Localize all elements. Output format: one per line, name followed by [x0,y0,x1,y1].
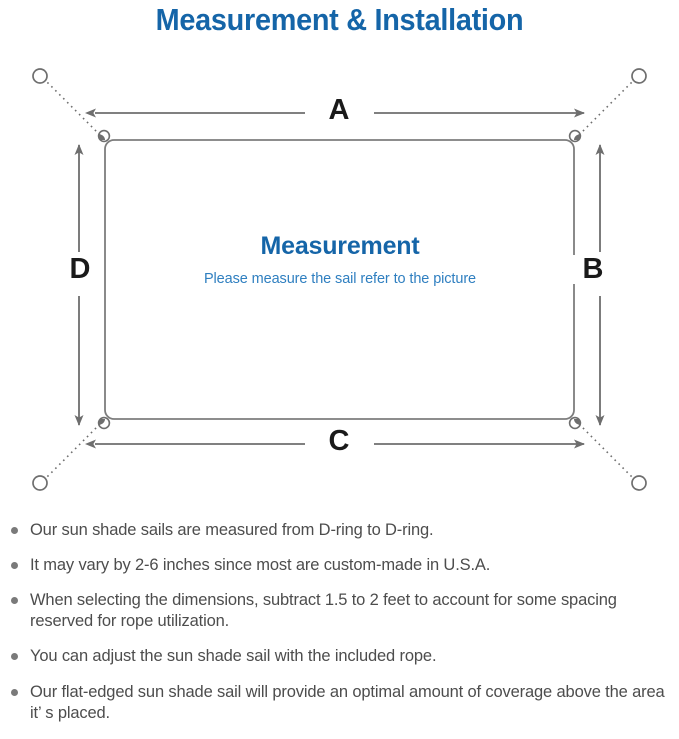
anchor-point-top-left [32,68,48,84]
bullet-icon [11,653,18,661]
list-item: It may vary by 2-6 inches since most are… [0,555,679,576]
d-ring-bottom-left [97,416,111,430]
dimension-label-c: C [310,427,368,456]
anchor-point-bottom-left [32,475,48,491]
measurement-subheading: Please measure the sail refer to the pic… [203,271,477,287]
list-item: Our flat-edged sun shade sail will provi… [0,682,679,724]
anchor-point-bottom-right [631,475,647,491]
bullet-icon [11,527,18,534]
d-ring-top-right [568,129,582,143]
notes-list: Our sun shade sails are measured from D-… [0,520,679,738]
d-ring-bottom-right [568,416,582,430]
note-text: When selecting the dimensions, subtract … [30,591,617,631]
list-item: You can adjust the sun shade sail with t… [0,646,679,667]
measurement-heading: Measurement [260,232,420,260]
page-title: Measurement & Installation [155,2,524,37]
rope-line-bottom-right [578,423,635,480]
bullet-icon [11,688,18,696]
note-text: Our sun shade sails are measured from D-… [30,521,434,539]
note-text: Our flat-edged sun shade sail will provi… [30,682,665,722]
note-text: You can adjust the sun shade sail with t… [30,647,437,666]
d-ring-top-left [97,129,111,143]
shade-sail-diagram: A B C D Measurement Please measure the s… [0,44,679,514]
bullet-icon [11,562,18,570]
list-item: When selecting the dimensions, subtract … [0,590,679,632]
rope-line-bottom-left [44,423,101,480]
rope-line-top-left [44,79,101,136]
dimension-label-d: D [60,255,100,284]
note-text: It may vary by 2-6 inches since most are… [30,556,491,575]
dimension-label-a: A [310,96,368,125]
anchor-point-top-right [631,68,647,84]
rope-line-top-right [578,79,635,136]
dimension-label-b: B [573,255,613,284]
list-item: Our sun shade sails are measured from D-… [0,520,679,541]
diagram-canvas [32,68,647,491]
bullet-icon [11,597,18,605]
